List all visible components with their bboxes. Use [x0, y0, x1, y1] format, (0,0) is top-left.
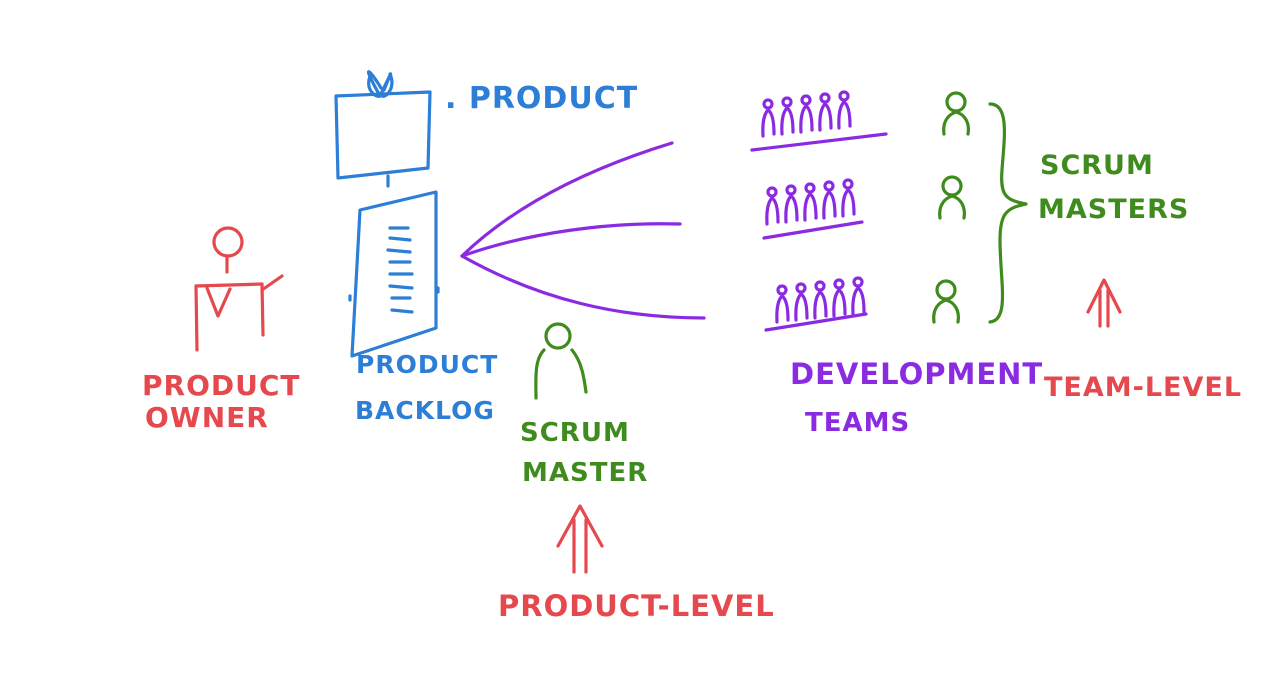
team-member-icon	[818, 92, 833, 132]
team-base-line	[762, 220, 864, 240]
team-scrum-master-icon	[938, 175, 966, 220]
team-member-icon	[765, 186, 780, 226]
product-label: . PRODUCT	[445, 81, 639, 116]
team-base-line	[750, 132, 888, 152]
product-owner-label-line1: PRODUCT	[142, 369, 301, 402]
team-level-arrow	[1086, 278, 1122, 328]
team-member-icon	[799, 94, 814, 134]
development-teams-label-line1: DEVELOPMENT	[790, 357, 1044, 391]
team-scrum-master-icon	[932, 279, 960, 324]
development-team-3	[764, 276, 960, 332]
development-team-1	[750, 90, 970, 152]
product-backlog-board	[348, 190, 440, 358]
development-teams-label-line2: TEAMS	[805, 408, 911, 438]
product-level-label: PRODUCT-LEVEL	[498, 589, 775, 623]
product-backlog-label-line2: BACKLOG	[355, 396, 495, 425]
team-member-icon	[784, 184, 799, 224]
team-member-icon	[837, 90, 852, 130]
team-member-icon	[822, 180, 837, 220]
product-gift-icon	[334, 70, 432, 188]
team-member-icon	[794, 282, 809, 322]
product-owner-figure	[194, 226, 284, 352]
product-owner-label-line2: OWNER	[145, 401, 269, 434]
scrum-masters-label-line2: MASTERS	[1038, 194, 1190, 225]
product-backlog-label-line1: PRODUCT	[356, 350, 499, 379]
team-member-icon	[803, 182, 818, 222]
development-team-2	[762, 175, 966, 240]
development-teams-layer	[750, 90, 970, 332]
team-member-icon	[780, 96, 795, 136]
product-level-arrow	[556, 504, 604, 574]
team-member-icon	[813, 280, 828, 320]
scrum-master-label-line1: SCRUM	[520, 418, 630, 448]
scrum-master-label-line2: MASTER	[522, 458, 649, 488]
backlog-team-connectors	[460, 141, 706, 320]
team-member-icon	[832, 278, 847, 318]
scrum-masters-brace	[988, 102, 1028, 324]
team-base-line	[764, 312, 868, 332]
scrum-masters-label-line1: SCRUM	[1040, 150, 1154, 181]
team-member-icon	[775, 284, 790, 324]
team-member-icon	[761, 98, 776, 138]
scrum-master-figure	[534, 322, 588, 400]
team-scrum-master-icon	[942, 91, 970, 136]
team-member-icon	[841, 178, 856, 218]
team-level-label: TEAM-LEVEL	[1044, 372, 1243, 403]
team-member-icon	[851, 276, 866, 316]
